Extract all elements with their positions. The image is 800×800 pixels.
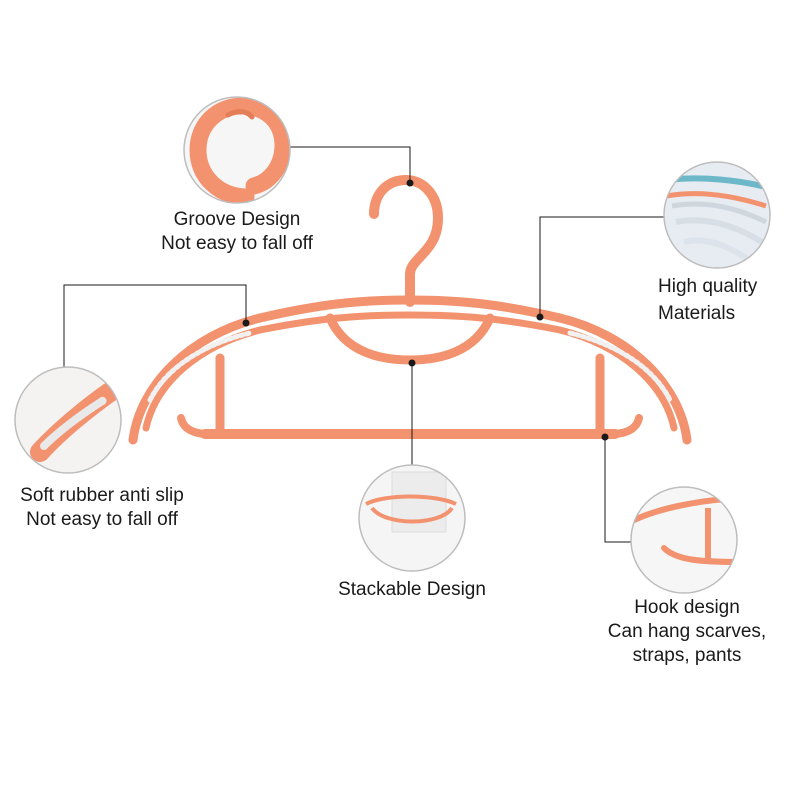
stack-arc-top xyxy=(365,494,457,506)
material-strip-2 xyxy=(675,217,764,245)
hanger-end-hook-left xyxy=(177,414,209,438)
caption-hook: Hook design Can hang scarves, straps, pa… xyxy=(594,596,780,668)
leader-groove xyxy=(290,146,411,183)
caption-rubber-line2: Not easy to fall off xyxy=(26,509,178,530)
hanger-illustration xyxy=(128,175,692,445)
detail-circle-hook xyxy=(630,486,738,594)
caption-hook-line1: Hook design xyxy=(634,597,740,618)
material-orange-edge xyxy=(665,191,767,209)
caption-rubber: Soft rubber anti slip Not easy to fall o… xyxy=(0,484,204,532)
material-strip-1 xyxy=(671,201,768,225)
caption-materials: High quality Materials xyxy=(658,275,798,326)
hanger-hook xyxy=(369,175,443,307)
hanger-end-hook-right xyxy=(611,414,643,438)
leader-materials-dot xyxy=(536,313,544,321)
hook-detail-bar xyxy=(661,545,737,565)
hanger-shoulder-inner xyxy=(142,311,678,432)
detail-circle-rubber xyxy=(14,366,122,474)
hanger-shoulder-outer xyxy=(128,295,692,445)
caption-materials-line2: Materials xyxy=(658,303,736,324)
groove-notch xyxy=(225,109,255,120)
caption-stackable: Stackable Design xyxy=(312,578,512,602)
caption-groove: Groove Design Not easy to fall off xyxy=(137,208,337,256)
groove-ring xyxy=(189,97,290,203)
caption-groove-line1: Groove Design xyxy=(173,209,301,230)
hanger-center-brace xyxy=(325,313,495,365)
caption-stackable-line1: Stackable Design xyxy=(338,579,486,600)
stack-arc-bottom xyxy=(370,506,454,524)
leader-hook-dot xyxy=(601,433,609,441)
caption-hook-line2: Can hang scarves, xyxy=(607,621,767,642)
detail-circle-groove xyxy=(183,96,291,204)
leader-lines xyxy=(63,146,665,543)
detail-circle-stackable xyxy=(358,464,466,572)
leader-stackable-dot xyxy=(408,359,416,367)
leader-rubber xyxy=(63,284,247,368)
leader-groove-dot xyxy=(406,179,414,187)
caption-materials-line1: High quality xyxy=(658,276,758,297)
caption-hook-line3: straps, pants xyxy=(632,645,742,666)
leader-hook xyxy=(604,437,631,543)
detail-circle-materials xyxy=(663,161,771,269)
caption-rubber-line1: Soft rubber anti slip xyxy=(20,485,184,506)
rubber-arm-pad xyxy=(40,396,108,450)
material-strip-3 xyxy=(683,237,754,265)
rubber-strip-left xyxy=(147,330,253,403)
caption-groove-line2: Not easy to fall off xyxy=(161,233,313,254)
leader-rubber-dot xyxy=(242,319,250,327)
rubber-strip-right xyxy=(567,330,673,403)
leader-materials xyxy=(539,216,665,317)
